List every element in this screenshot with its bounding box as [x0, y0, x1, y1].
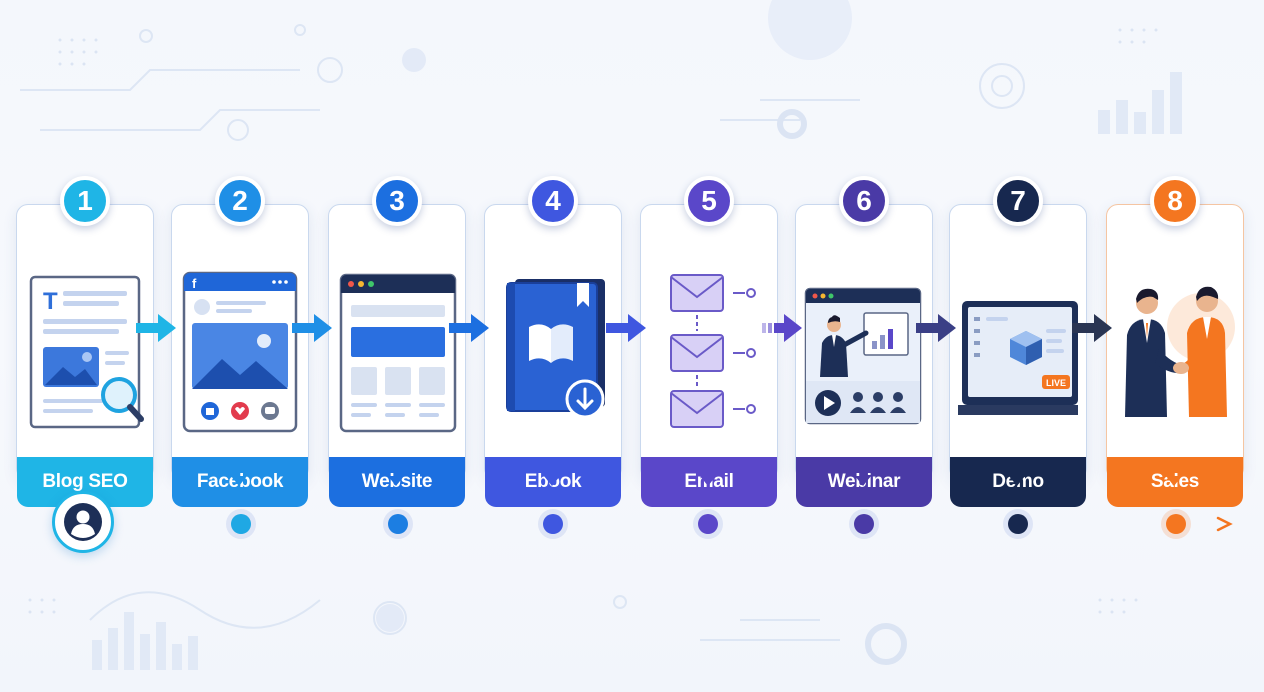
timeline-dot: [1008, 514, 1028, 534]
timeline-arrowhead: [1216, 516, 1233, 532]
step-number: 2: [215, 176, 265, 226]
step-card: Website: [328, 204, 466, 507]
step-number: 8: [1150, 176, 1200, 226]
step-facebook: f Facebook 2: [171, 176, 309, 507]
ebook-illustration: [506, 279, 605, 419]
step-sales: Sales 8: [1106, 176, 1244, 507]
step-card: LIVE Demo: [949, 204, 1087, 507]
envelope-icon: [670, 334, 724, 372]
step-card: Sales: [1106, 204, 1244, 507]
flow-arrow: [762, 314, 802, 342]
live-badge: LIVE: [1042, 375, 1070, 389]
flow-arrow: [916, 314, 956, 342]
label-pointer: [544, 476, 560, 486]
svg-text:T: T: [43, 288, 58, 315]
step-demo: LIVE Demo 7: [949, 176, 1087, 507]
timeline-dot: [388, 514, 408, 534]
step-email: Email 5: [640, 176, 778, 507]
flow-arrow: [292, 314, 332, 342]
webinar-illustration: [804, 287, 922, 425]
step-number: 4: [528, 176, 578, 226]
label-pointer: [855, 476, 871, 486]
label-pointer: [388, 476, 404, 486]
magnifier-icon: [101, 377, 144, 422]
svg-text:LIVE: LIVE: [1046, 378, 1066, 388]
step-card: f Facebook: [171, 204, 309, 507]
step-blog-seo: T Blog SEO 1: [16, 176, 154, 507]
step-card: Webinar: [795, 204, 933, 507]
heart-icon: [231, 402, 249, 420]
website-illustration: [339, 273, 457, 433]
envelope-icon: [670, 274, 724, 312]
thumbs-up-icon: [201, 402, 219, 420]
step-website: Website 3: [328, 176, 466, 507]
flow-arrow: [449, 314, 489, 342]
play-icon: [815, 390, 841, 416]
flow-arrow: [606, 314, 646, 342]
label-pointer: [231, 476, 247, 486]
blog-article-illustration: T: [29, 275, 144, 429]
flow-arrow: [136, 314, 176, 342]
user-icon: [64, 503, 102, 541]
timeline-dot: [543, 514, 563, 534]
step-number: 6: [839, 176, 889, 226]
timeline-dot: [854, 514, 874, 534]
email-sequence-illustration: [670, 274, 756, 428]
timeline-dot: [231, 514, 251, 534]
facebook-icon: f: [192, 276, 197, 291]
flow-arrow: [1072, 314, 1112, 342]
handshake-illustration: [1125, 286, 1235, 417]
journey-timeline: [116, 516, 1233, 532]
step-card: Email: [640, 204, 778, 507]
facebook-post-illustration: f: [182, 271, 298, 433]
step-number: 7: [993, 176, 1043, 226]
step-number: 5: [684, 176, 734, 226]
comment-icon: [261, 402, 279, 420]
label-pointer: [1009, 476, 1025, 486]
step-number: 1: [60, 176, 110, 226]
download-icon: [565, 379, 605, 419]
timeline-dot: [1166, 514, 1186, 534]
step-number: 3: [372, 176, 422, 226]
timeline-dot: [698, 514, 718, 534]
step-card: T Blog SEO: [16, 204, 154, 507]
step-card: Ebook: [484, 204, 622, 507]
label-pointer: [1166, 476, 1182, 486]
visitor-node: [52, 491, 114, 553]
step-ebook: Ebook 4: [484, 176, 622, 507]
laptop-demo-illustration: LIVE: [958, 301, 1078, 415]
step-webinar: Webinar 6: [795, 176, 933, 507]
envelope-icon: [670, 390, 724, 428]
label-pointer: [700, 476, 716, 486]
